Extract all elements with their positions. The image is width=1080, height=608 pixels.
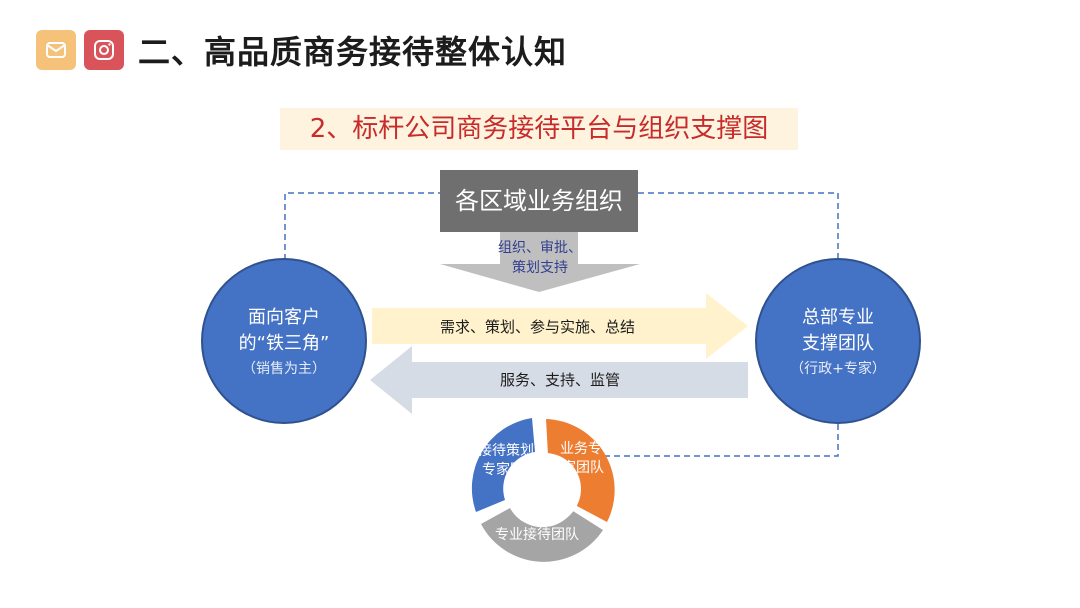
- down-arrow-label-line1: 组织、审批、: [498, 240, 582, 256]
- customer-triangle-node: 面向客户 的“铁三角” （销售为主）: [201, 258, 367, 424]
- cycle-segment2-line1: 业务专: [560, 441, 602, 457]
- hq-support-node: 总部专业 支撑团队 （行政+专家）: [755, 258, 921, 424]
- dashed-connector-top-right: [638, 192, 839, 260]
- right-arrow: [372, 293, 748, 359]
- cycle-segment1-line1: 接待策划: [478, 443, 534, 459]
- cycle-segment3-label: 专业接待团队: [495, 527, 579, 543]
- down-arrow-label: 组织、审批、 策划支持: [480, 238, 600, 278]
- right-node-line3: （行政+专家）: [790, 361, 886, 377]
- instagram-icon: [94, 40, 114, 60]
- cycle-segment-blue: [471, 418, 535, 512]
- instagram-logo: [84, 30, 124, 70]
- down-arrow: [440, 232, 640, 292]
- regional-org-box: 各区域业务组织: [440, 170, 638, 232]
- dashed-connector-bottom-right: [598, 424, 839, 457]
- subtitle-banner: 2、标杆公司商务接待平台与组织支撑图: [280, 108, 798, 150]
- down-arrow-label-line2: 策划支持: [512, 260, 568, 276]
- cycle-segment-gray: [481, 508, 603, 562]
- mail-logo: [36, 30, 76, 70]
- cycle-segment-orange: [546, 419, 615, 522]
- cycle-segment2-line2: 家团队: [562, 460, 604, 476]
- right-arrow-label: 需求、策划、参与实施、总结: [440, 318, 636, 336]
- cycle-segment1-line2: 专家团队: [482, 462, 538, 478]
- left-arrow: [370, 346, 748, 414]
- dashed-connector-top: [284, 192, 440, 260]
- page-title: 二、高品质商务接待整体认知: [138, 33, 568, 71]
- subtitle: 2、标杆公司商务接待平台与组织支撑图: [309, 114, 769, 144]
- left-node-line2: 的“铁三角”: [238, 333, 330, 354]
- cycle-center: [509, 453, 581, 525]
- left-arrow-label: 服务、支持、监管: [500, 371, 621, 389]
- regional-org-label: 各区域业务组织: [455, 187, 623, 215]
- left-node-line1: 面向客户: [248, 307, 320, 328]
- right-node-line1: 总部专业: [802, 307, 874, 328]
- mail-icon: [46, 42, 66, 58]
- right-node-line2: 支撑团队: [802, 333, 874, 354]
- left-node-line3: （销售为主）: [242, 361, 326, 377]
